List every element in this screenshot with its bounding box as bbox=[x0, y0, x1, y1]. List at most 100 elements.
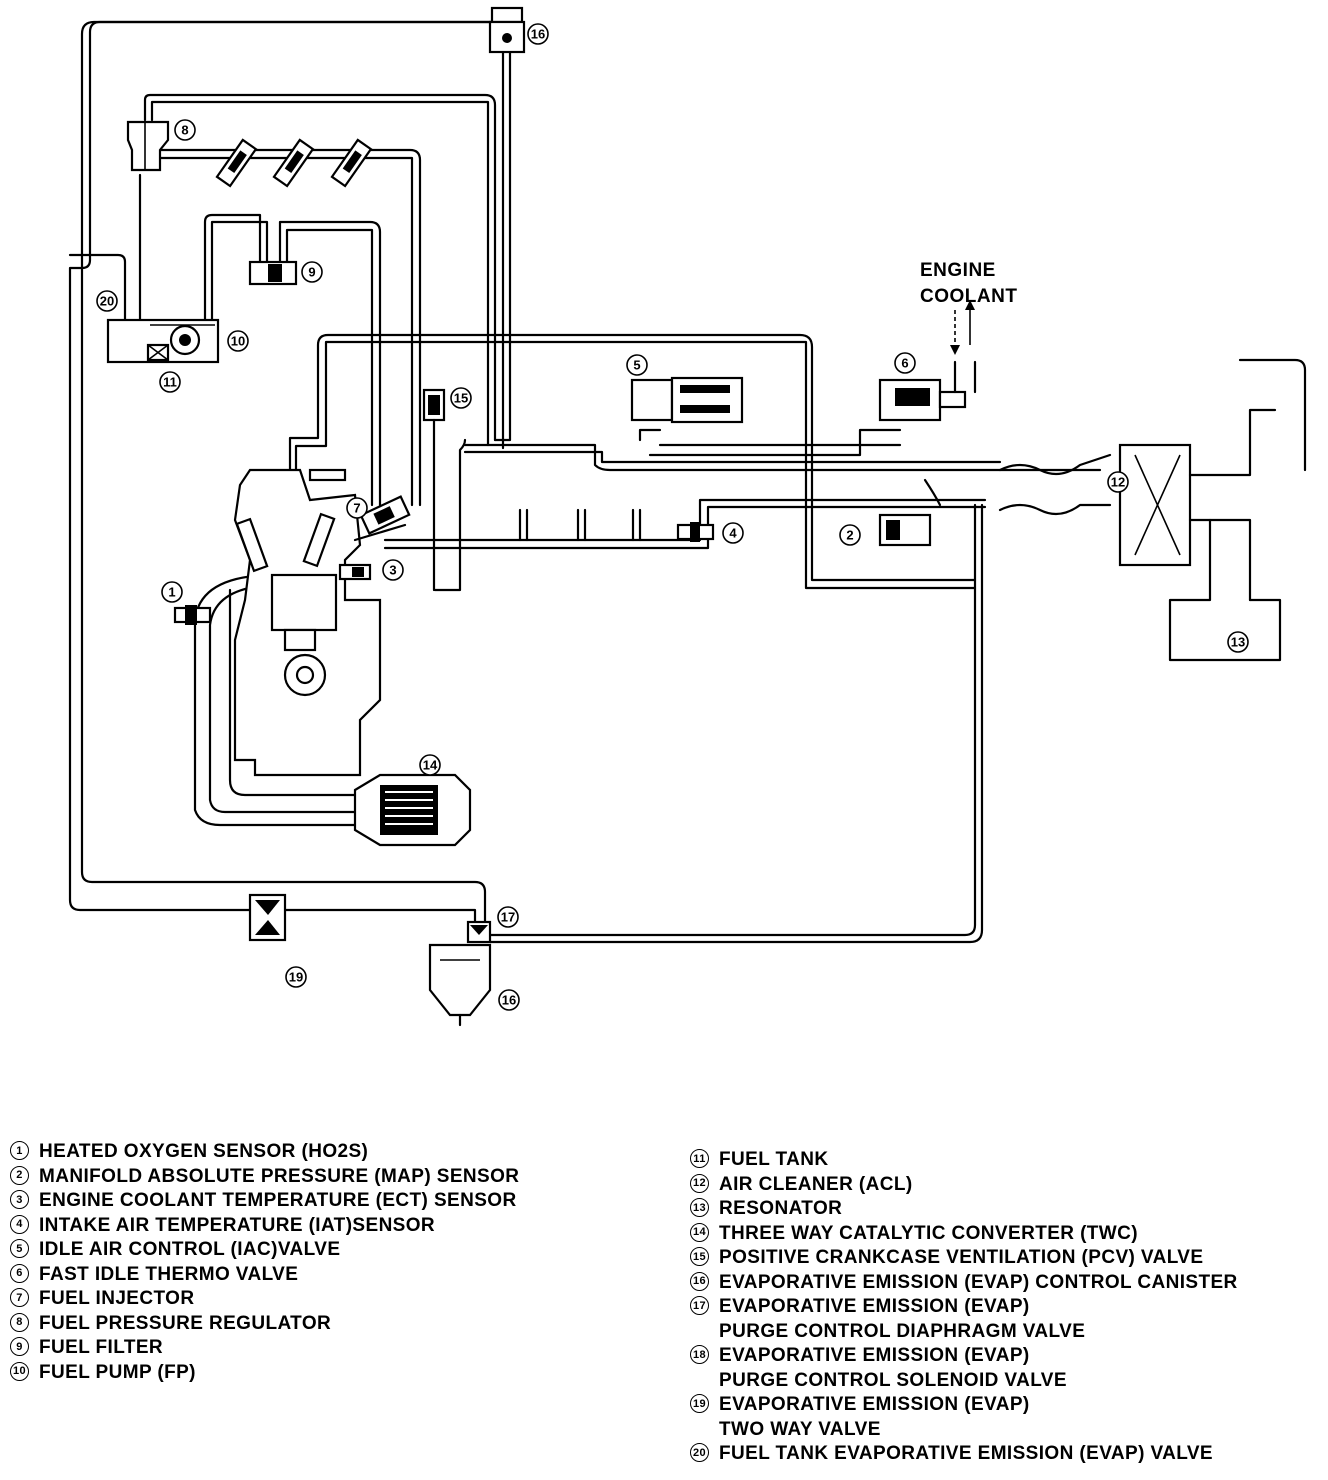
callout-16-bottom: 16 bbox=[498, 989, 520, 1011]
callout-13: 13 bbox=[1227, 631, 1249, 653]
legend-text: EVAPORATIVE EMISSION (EVAP) CONTROL CANI… bbox=[719, 1271, 1238, 1296]
legend-text-line: FUEL FILTER bbox=[39, 1337, 164, 1358]
air-cleaner bbox=[998, 358, 1307, 662]
legend-text-line: FUEL INJECTOR bbox=[39, 1288, 195, 1309]
legend-text: HEATED OXYGEN SENSOR (HO2S) bbox=[39, 1140, 368, 1165]
callout-16-top: 16 bbox=[527, 23, 549, 45]
callout-12: 12 bbox=[1107, 471, 1129, 493]
engine-coolant-label: ENGINE COOLANT bbox=[920, 258, 1017, 310]
svg-text:10: 10 bbox=[231, 334, 245, 349]
legend-text: THREE WAY CATALYTIC CONVERTER (TWC) bbox=[719, 1222, 1138, 1247]
legend-number: 6 bbox=[10, 1263, 29, 1283]
callout-11: 11 bbox=[159, 371, 181, 393]
legend-number: 8 bbox=[10, 1312, 29, 1332]
svg-text:7: 7 bbox=[353, 501, 360, 516]
legend-number: 12 bbox=[690, 1173, 709, 1193]
legend-text-line: TWO WAY VALVE bbox=[719, 1418, 881, 1440]
coolant-label-line-1: ENGINE bbox=[920, 260, 996, 281]
legend-text-line: HEATED OXYGEN SENSOR (HO2S) bbox=[39, 1141, 369, 1162]
legend-text-line: IDLE AIR CONTROL (IAC)VALVE bbox=[39, 1239, 341, 1260]
legend-text-line: FUEL TANK EVAPORATIVE EMISSION (EVAP) VA… bbox=[719, 1443, 1213, 1464]
legend-text-line: EVAPORATIVE EMISSION (EVAP) bbox=[719, 1296, 1030, 1317]
legend-text-line: PURGE CONTROL SOLENOID VALVE bbox=[719, 1369, 1067, 1391]
legend-text: MANIFOLD ABSOLUTE PRESSURE (MAP) SENSOR bbox=[39, 1165, 519, 1190]
fast-idle-thermo-valve bbox=[878, 300, 977, 422]
legend-item: 4 INTAKE AIR TEMPERATURE (IAT)SENSOR bbox=[10, 1214, 519, 1239]
evap-two-way-valve bbox=[248, 893, 287, 942]
legend-text: FUEL INJECTOR bbox=[39, 1287, 194, 1312]
legend-item: 20 FUEL TANK EVAPORATIVE EMISSION (EVAP) … bbox=[690, 1442, 1238, 1467]
catalytic-converter bbox=[353, 773, 472, 847]
iat-sensor bbox=[676, 522, 715, 542]
legend-text-line: FAST IDLE THERMO VALVE bbox=[39, 1263, 299, 1285]
legend-item: 11 FUEL TANK bbox=[690, 1148, 1238, 1173]
legend-text: POSITIVE CRANKCASE VENTILATION (PCV) VAL… bbox=[719, 1246, 1203, 1271]
fuel-injectors-rail bbox=[215, 138, 373, 188]
svg-text:1: 1 bbox=[168, 585, 175, 600]
legend-text: EVAPORATIVE EMISSION (EVAP) PURGE CONTROL… bbox=[719, 1295, 1085, 1344]
legend-text-line: POSITIVE CRANKCASE VENTILATION (PCV) VAL… bbox=[719, 1247, 1204, 1268]
legend-text-line: ENGINE COOLANT TEMPERATURE (ECT) SENSOR bbox=[39, 1190, 517, 1211]
legend-text: FUEL TANK bbox=[719, 1148, 829, 1173]
legend-text: INTAKE AIR TEMPERATURE (IAT)SENSOR bbox=[39, 1214, 435, 1239]
svg-text:11: 11 bbox=[163, 375, 177, 390]
legend-item: 5 IDLE AIR CONTROL (IAC)VALVE bbox=[10, 1238, 519, 1263]
callout-9: 9 bbox=[301, 261, 323, 283]
engine bbox=[233, 468, 382, 777]
callout-10: 10 bbox=[227, 330, 249, 352]
svg-text:16: 16 bbox=[531, 27, 545, 42]
legend-number: 2 bbox=[10, 1165, 29, 1185]
legend-text-line: EVAPORATIVE EMISSION (EVAP) bbox=[719, 1394, 1030, 1415]
callout-8: 8 bbox=[174, 119, 196, 141]
legend-number: 11 bbox=[690, 1149, 709, 1168]
legend-number: 10 bbox=[10, 1361, 29, 1381]
vent-lines bbox=[68, 20, 1102, 944]
iac-valve bbox=[630, 376, 744, 424]
legend-text: FAST IDLE THERMO VALVE bbox=[39, 1263, 298, 1288]
callout-5: 5 bbox=[626, 354, 648, 376]
legend-number: 14 bbox=[690, 1222, 709, 1242]
legend-number: 4 bbox=[10, 1214, 29, 1234]
legend-text: FUEL TANK EVAPORATIVE EMISSION (EVAP) VA… bbox=[719, 1442, 1213, 1467]
callout-1: 1 bbox=[161, 581, 183, 603]
evap-canister-top bbox=[488, 6, 526, 54]
legend-item: 14 THREE WAY CATALYTIC CONVERTER (TWC) bbox=[690, 1222, 1238, 1247]
callout-7: 7 bbox=[346, 497, 368, 519]
svg-text:14: 14 bbox=[423, 758, 438, 773]
map-sensor bbox=[878, 513, 932, 547]
legend-number: 18 bbox=[690, 1345, 709, 1364]
fuel-filter bbox=[248, 260, 298, 286]
legend-text: RESONATOR bbox=[719, 1197, 842, 1222]
callout-14: 14 bbox=[419, 754, 441, 776]
svg-text:2: 2 bbox=[846, 528, 853, 543]
svg-text:5: 5 bbox=[633, 358, 640, 373]
legend-item: 17 EVAPORATIVE EMISSION (EVAP) PURGE CONTR… bbox=[690, 1295, 1238, 1344]
evap-canister-lower bbox=[428, 920, 492, 1027]
legend-text-line: AIR CLEANER (ACL) bbox=[719, 1173, 913, 1195]
fuel-injector bbox=[353, 495, 411, 542]
legend-number: 17 bbox=[690, 1296, 709, 1315]
svg-text:6: 6 bbox=[901, 356, 908, 371]
svg-text:9: 9 bbox=[308, 265, 315, 280]
legend-number: 16 bbox=[690, 1271, 709, 1291]
legend-number: 5 bbox=[10, 1239, 29, 1258]
legend-text-line: PURGE CONTROL DIAPHRAGM VALVE bbox=[719, 1320, 1086, 1342]
callout-3: 3 bbox=[382, 559, 404, 581]
legend-number: 20 bbox=[690, 1443, 709, 1462]
legend-item: 15 POSITIVE CRANKCASE VENTILATION (PCV) V… bbox=[690, 1246, 1238, 1271]
svg-text:8: 8 bbox=[181, 123, 188, 138]
callout-2: 2 bbox=[839, 524, 861, 546]
callout-20: 20 bbox=[96, 290, 118, 312]
legend-text-line: MANIFOLD ABSOLUTE PRESSURE (MAP) SENSOR bbox=[39, 1165, 520, 1187]
fuel-tank-pump bbox=[106, 318, 220, 364]
callout-6: 6 bbox=[894, 352, 916, 374]
legend-number: 9 bbox=[10, 1337, 29, 1356]
legend-number: 15 bbox=[690, 1247, 709, 1266]
